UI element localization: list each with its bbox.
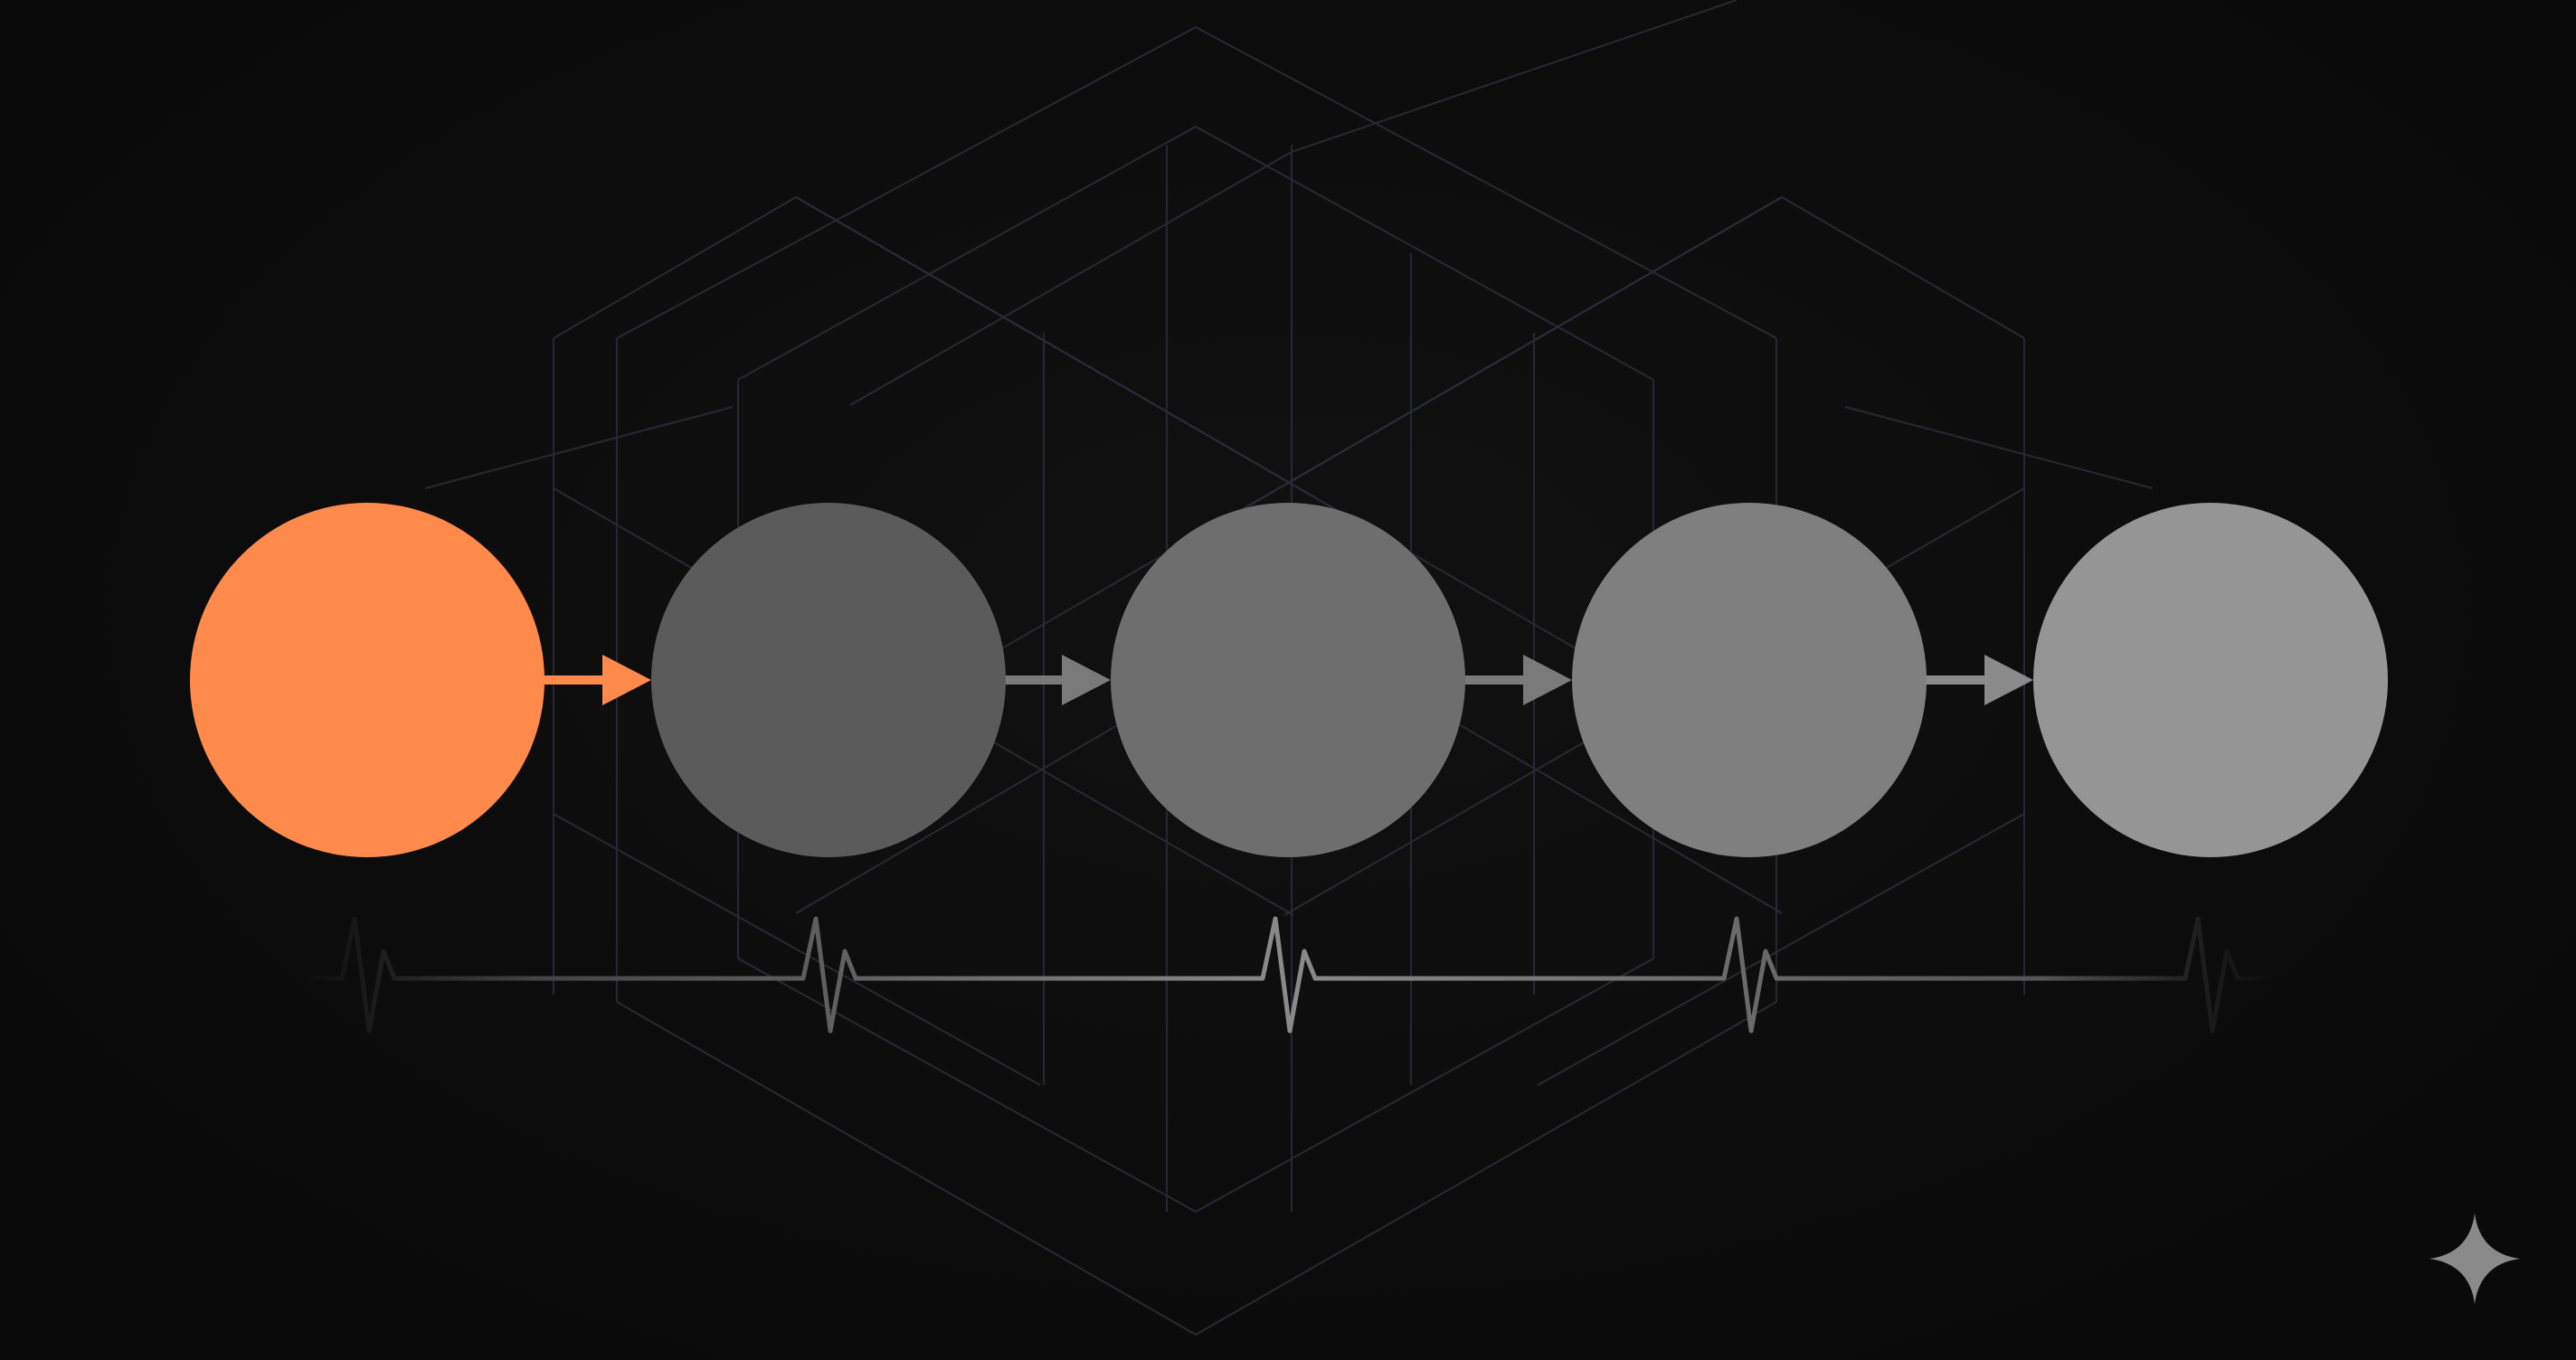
grid-line bbox=[737, 126, 1197, 381]
flow-arrows bbox=[541, 655, 2033, 705]
arrow-shaft bbox=[1462, 675, 1529, 685]
grid-line bbox=[1537, 813, 2025, 1086]
pulse-line bbox=[298, 916, 2279, 1034]
pulse-line-path bbox=[298, 916, 2279, 1034]
grid-line bbox=[553, 196, 797, 339]
arrow-head bbox=[1062, 655, 1111, 705]
grid-line bbox=[616, 26, 1197, 339]
arrow-shaft bbox=[1002, 675, 1067, 685]
active-node bbox=[190, 503, 545, 857]
grid-line bbox=[1291, 0, 1738, 154]
grid-line bbox=[1195, 958, 1654, 1213]
grid-line bbox=[737, 958, 1197, 1213]
arrow-head bbox=[602, 655, 651, 705]
flow-arrow bbox=[541, 655, 651, 705]
arrow-shaft bbox=[541, 675, 608, 685]
arrow-shaft bbox=[1923, 675, 1990, 685]
flow-arrow bbox=[1462, 655, 1572, 705]
grid-line bbox=[1195, 26, 1777, 339]
flow-node bbox=[651, 503, 1006, 857]
flow-node bbox=[1111, 503, 1465, 857]
flow-node bbox=[1572, 503, 1927, 857]
flow-arrow bbox=[1923, 655, 2033, 705]
grid-line bbox=[849, 151, 1293, 406]
sparkle-icon bbox=[2429, 1214, 2520, 1304]
arrow-head bbox=[1984, 655, 2033, 705]
grid-line bbox=[424, 405, 734, 490]
grid-line bbox=[616, 1001, 1197, 1336]
flow-nodes bbox=[190, 503, 2388, 857]
grid-line bbox=[1844, 405, 2154, 490]
grid-line bbox=[1195, 126, 1654, 381]
flow-arrow bbox=[1002, 655, 1111, 705]
grid-line bbox=[1195, 1001, 1777, 1336]
flow-node bbox=[2033, 503, 2388, 857]
corner-mark bbox=[2429, 1214, 2520, 1304]
grid-line bbox=[1781, 196, 2025, 339]
grid-line bbox=[553, 813, 1041, 1086]
arrow-head bbox=[1523, 655, 1572, 705]
